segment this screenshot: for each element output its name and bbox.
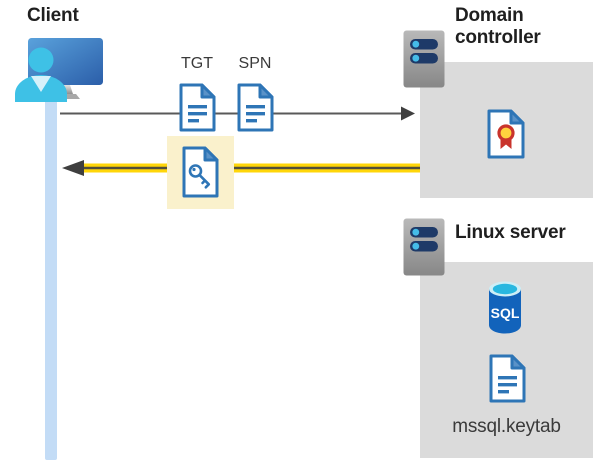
- certificate-icon: [487, 109, 525, 159]
- linux-server-icon: [403, 218, 445, 276]
- keytab-filename: mssql.keytab: [452, 416, 561, 437]
- tgt-document-icon: [179, 83, 216, 132]
- key-shaft: [198, 174, 211, 189]
- sql-database-icon: SQL: [489, 281, 521, 334]
- user-at-computer-icon: [15, 38, 103, 102]
- domain-controller-server-icon: [403, 30, 445, 88]
- spn-label: SPN: [238, 55, 272, 72]
- spn-document-icon: [237, 83, 274, 132]
- request-arrowhead: [401, 106, 415, 121]
- seal: [497, 124, 515, 142]
- key-ring: [188, 164, 203, 178]
- client-title: Client: [27, 5, 79, 26]
- keytab-document-icon: [489, 354, 526, 403]
- linux-server-title: Linux server: [455, 222, 566, 243]
- person-collar: [31, 76, 51, 92]
- sql-text: SQL: [491, 305, 520, 321]
- domain-controller-title: Domain controller: [455, 5, 541, 49]
- tgt-label: TGT: [181, 55, 213, 72]
- person-head: [28, 47, 54, 73]
- key-hole: [192, 167, 196, 172]
- key-document-icon: [182, 146, 219, 198]
- client-lifeline: [45, 93, 57, 460]
- response-arrowhead: [62, 160, 84, 176]
